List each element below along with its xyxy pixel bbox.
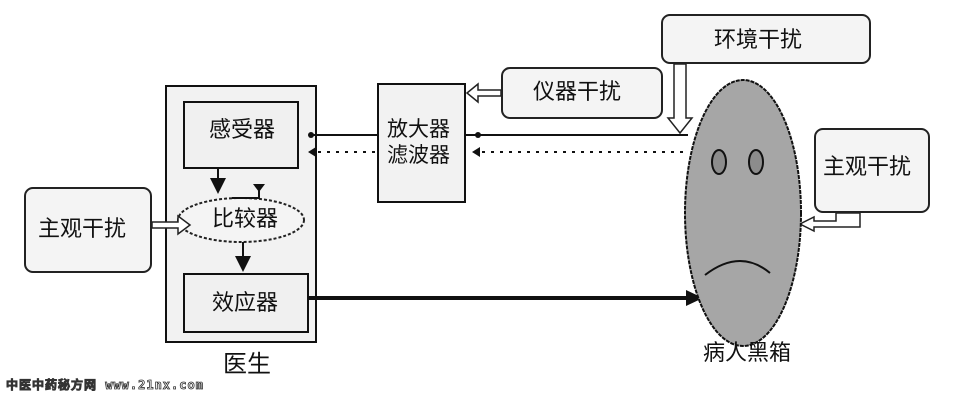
environment-disturbance-label: 环境干扰 (714, 28, 803, 53)
effector-box (183, 273, 309, 333)
subjective-right-arrow (798, 212, 861, 233)
subjective-disturbance-left-box (24, 187, 152, 273)
instrument-arrow (465, 82, 502, 104)
instrument-disturbance-label: 仪器干扰 (533, 80, 622, 105)
environment-arrow (666, 63, 694, 135)
patient-eye-left (711, 149, 727, 175)
subjective-left-arrow (151, 214, 192, 236)
doctor-label: 医生 (223, 350, 271, 378)
watermark: 中医中药秘方网 www.21nx.com (6, 378, 204, 393)
receptor-box (183, 101, 299, 169)
subjective-disturbance-left-label: 主观干扰 (38, 217, 127, 242)
receptor-label: 感受器 (209, 118, 276, 143)
subjective-disturbance-right-box (814, 128, 930, 213)
amplifier-filter-box (377, 83, 466, 203)
patient-head (684, 79, 802, 347)
environment-disturbance-box (661, 14, 871, 64)
effector-label: 效应器 (212, 291, 279, 316)
reference-input (232, 188, 260, 199)
amplifier-label: 放大器 (387, 117, 450, 141)
patient-label: 病人黑箱 (703, 341, 792, 366)
instrument-disturbance-box (501, 67, 663, 119)
patient-mouth (704, 260, 771, 276)
comparator-label: 比较器 (212, 207, 279, 232)
patient-eye-right (748, 149, 764, 175)
filter-label: 滤波器 (387, 143, 450, 167)
subjective-disturbance-right-label: 主观干扰 (823, 155, 912, 180)
